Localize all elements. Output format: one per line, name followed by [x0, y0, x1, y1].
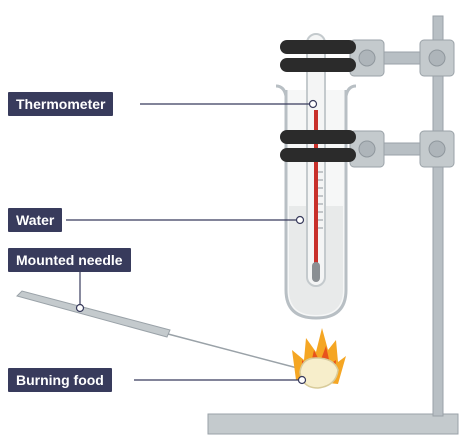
label-water: Water: [8, 208, 63, 232]
leader-lines: [66, 99, 318, 385]
upper-clamp-arm: [349, 39, 455, 77]
label-burning-food: Burning food: [8, 368, 112, 392]
food-icon: [299, 357, 339, 389]
clamp-icon: [280, 40, 356, 162]
label-mounted-needle: Mounted needle: [8, 248, 131, 272]
mounted-needle-icon: [16, 290, 306, 371]
label-thermometer: Thermometer: [8, 92, 114, 116]
retort-stand-icon: [207, 15, 459, 435]
lower-clamp-arm: [349, 130, 455, 168]
